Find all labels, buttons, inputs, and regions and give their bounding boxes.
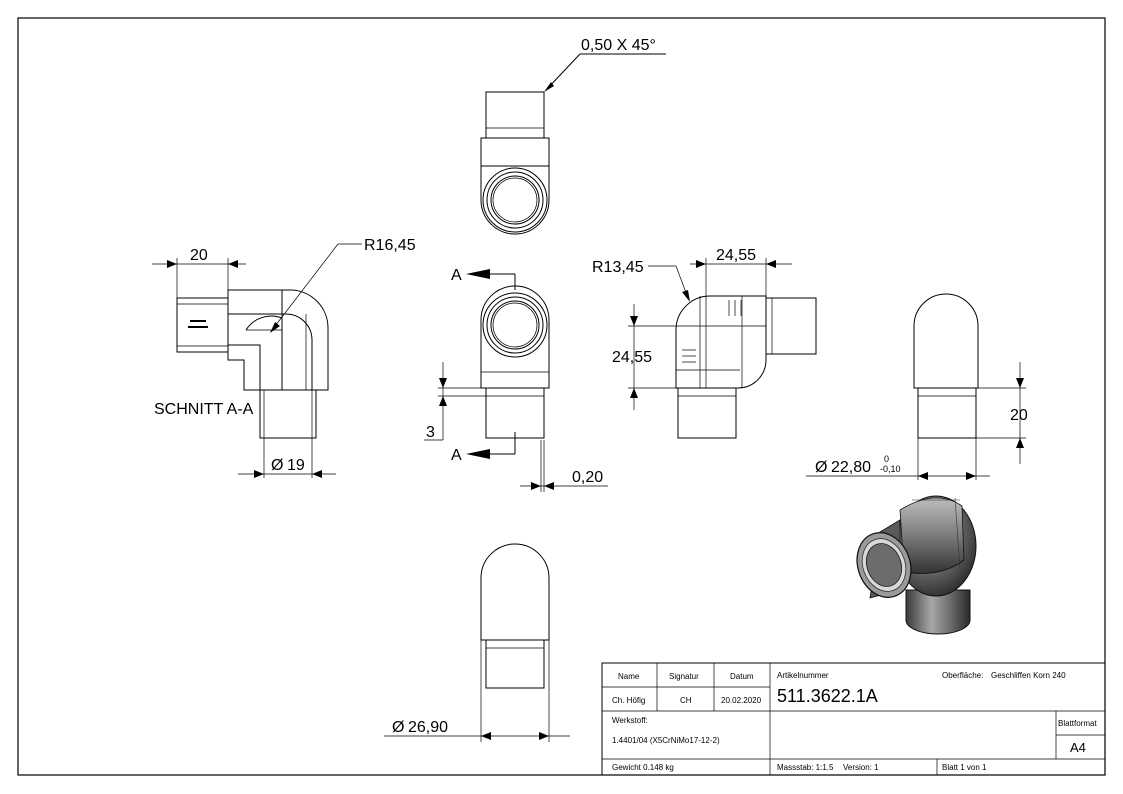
sheet-border: [17, 17, 1106, 776]
dim-left-diameter: Ø 19: [238, 438, 336, 478]
dim-bottom-diameter-symbol: Ø: [392, 719, 404, 736]
dim-020-label: 0,20: [572, 469, 603, 486]
dim-side-vertical-label: 24,55: [612, 349, 652, 366]
side-view: [675, 295, 817, 439]
dim-020: 0,20: [520, 440, 608, 492]
tb-massstab: Massstab: 1:1.5: [777, 763, 834, 772]
dim-3-label: 3: [426, 424, 435, 441]
dim-right-height: 20: [976, 362, 1028, 464]
tb-artikel-value: 511.3622.1A: [777, 686, 878, 706]
tb-signatur-value: CH: [680, 696, 692, 705]
dim-right-height-label: 20: [1010, 407, 1028, 424]
bottom-view: [480, 543, 550, 689]
tb-version: Version: 1: [843, 763, 879, 772]
dim-right-diameter-label: 22,80: [831, 459, 871, 476]
dim-side-horizontal-label: 24,55: [716, 247, 756, 264]
dim-side-horizontal: 24,55: [690, 247, 792, 296]
front-view: [480, 285, 550, 439]
section-label: SCHNITT A-A: [154, 401, 254, 418]
tb-artikel-label: Artikelnummer: [777, 671, 829, 680]
tb-blattformat-label: Blattformat: [1058, 719, 1097, 728]
tolerance-upper: 0: [884, 454, 889, 464]
tb-oberflaeche-value: Geschliffen Korn 240: [991, 671, 1066, 680]
title-block: Name Signatur Datum Ch. Höfig CH 20.02.2…: [601, 662, 1106, 776]
tolerance-lower: -0,10: [880, 464, 901, 474]
tb-name-label: Name: [618, 672, 640, 681]
tb-datum-value: 20.02.2020: [721, 696, 762, 705]
dim-left-radius-label: R16,45: [364, 237, 416, 254]
section-letter-top: A: [451, 267, 462, 284]
section-marker-top: A: [451, 267, 516, 290]
dim-left-diameter-label: 19: [287, 457, 305, 474]
dim-right-diameter-symbol: Ø: [815, 459, 827, 476]
top-view: [480, 91, 550, 235]
tb-gewicht: Gewicht 0.148 kg: [612, 763, 674, 772]
tb-blattformat-value: A4: [1070, 740, 1086, 755]
dim-bottom-diameter-label: 26,90: [408, 719, 448, 736]
tb-oberflaeche-label: Oberfläche:: [942, 671, 983, 680]
dim-right-diameter: Ø 22,80 0 -0,10: [806, 438, 990, 480]
dim-bottom-diameter: Ø 26,90: [384, 640, 570, 742]
section-marker-bottom: A: [451, 432, 516, 464]
tb-werkstoff-label: Werkstoff:: [612, 716, 648, 725]
chamfer-leader: 0,50 X 45°: [544, 37, 666, 92]
tb-blatt: Blatt 1 von 1: [942, 763, 987, 772]
chamfer-label: 0,50 X 45°: [581, 37, 656, 54]
dim-left-diameter-symbol: Ø: [271, 457, 283, 474]
dim-left-width: 20: [152, 247, 246, 298]
dim-side-radius-label: R13,45: [592, 259, 644, 276]
dim-left-radius: R16,45: [270, 237, 416, 333]
tb-signatur-label: Signatur: [669, 672, 699, 681]
right-view: [913, 293, 979, 439]
dim-3: 3: [424, 362, 486, 441]
dim-side-vertical: 24,55: [612, 304, 706, 410]
tb-werkstoff-value: 1.4401/04 (X5CrNiMo17-12-2): [612, 736, 720, 745]
tb-name-value: Ch. Höfig: [612, 696, 645, 705]
section-view: SCHNITT A-A: [154, 289, 329, 439]
tb-datum-label: Datum: [730, 672, 754, 681]
dim-side-radius: R13,45: [592, 259, 690, 302]
isometric-render: [856, 495, 977, 635]
dim-left-width-label: 20: [190, 247, 208, 264]
section-letter-bottom: A: [451, 447, 462, 464]
